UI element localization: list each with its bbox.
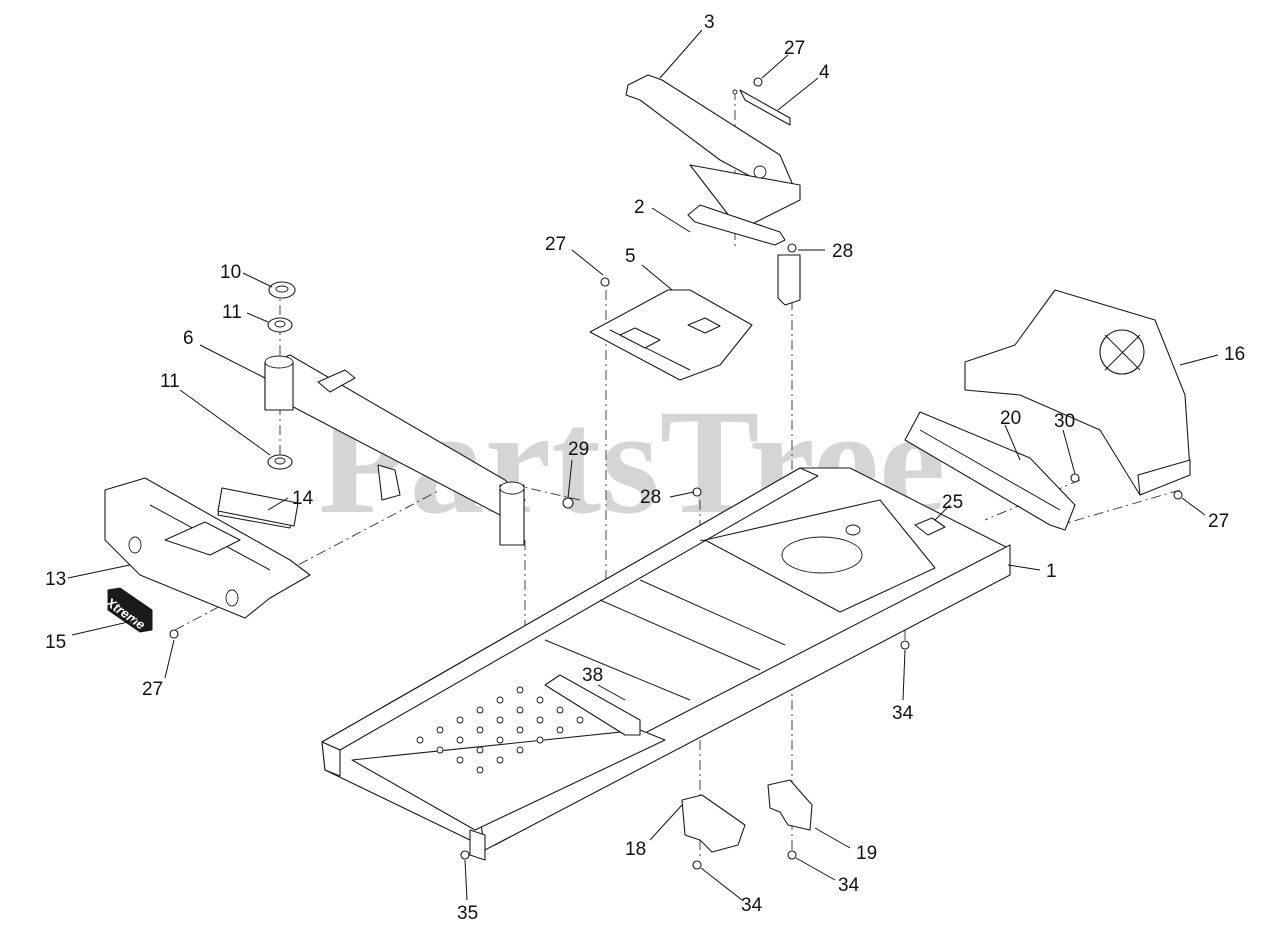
main-frame <box>321 467 1011 861</box>
callout-13: 13 <box>45 569 66 590</box>
callout-19: 19 <box>856 843 877 864</box>
clip <box>914 517 946 536</box>
callout-27-left: 27 <box>142 679 163 700</box>
callout-18: 18 <box>625 839 646 860</box>
callout-28-mid: 28 <box>640 487 661 508</box>
callouts: 1 2 3 4 5 6 10 11 11 13 14 15 16 18 19 2… <box>45 12 1245 924</box>
callout-20: 20 <box>1000 408 1021 429</box>
lower-brackets <box>681 779 813 853</box>
steering-arm <box>264 354 526 546</box>
floor-holes <box>416 686 584 774</box>
callout-27-right: 27 <box>1208 511 1229 532</box>
cross-member <box>904 411 1076 531</box>
leader-lines <box>67 29 1219 901</box>
callout-38: 38 <box>582 665 603 686</box>
callout-15: 15 <box>45 632 66 653</box>
callout-10: 10 <box>220 262 241 283</box>
callout-14: 14 <box>292 488 314 509</box>
rear-panel <box>964 289 1191 496</box>
callout-27-top: 27 <box>784 38 805 59</box>
callout-11-upper: 11 <box>222 302 242 323</box>
callout-3-label: 3 <box>704 12 715 33</box>
upper-bracket <box>625 74 801 306</box>
floor-plate <box>589 289 753 381</box>
callout-1: 1 <box>1046 561 1057 582</box>
callout-2: 2 <box>634 197 645 218</box>
callout-29: 29 <box>568 439 589 460</box>
callout-4: 4 <box>819 62 830 83</box>
callout-34-right: 34 <box>892 703 914 724</box>
callout-28-top: 28 <box>832 241 853 262</box>
callout-25: 25 <box>942 492 963 513</box>
bushings <box>267 281 296 470</box>
callout-5: 5 <box>625 246 636 267</box>
callout-30: 30 <box>1054 411 1075 432</box>
callout-34-low: 34 <box>838 875 860 896</box>
callout-27-mid: 27 <box>545 234 566 255</box>
callout-11-lower: 11 <box>160 371 180 392</box>
callout-6: 6 <box>183 328 194 349</box>
callout-34-mid: 34 <box>741 895 763 916</box>
label-strip <box>217 487 299 527</box>
callout-35: 35 <box>457 903 478 924</box>
callout-16: 16 <box>1224 344 1245 365</box>
